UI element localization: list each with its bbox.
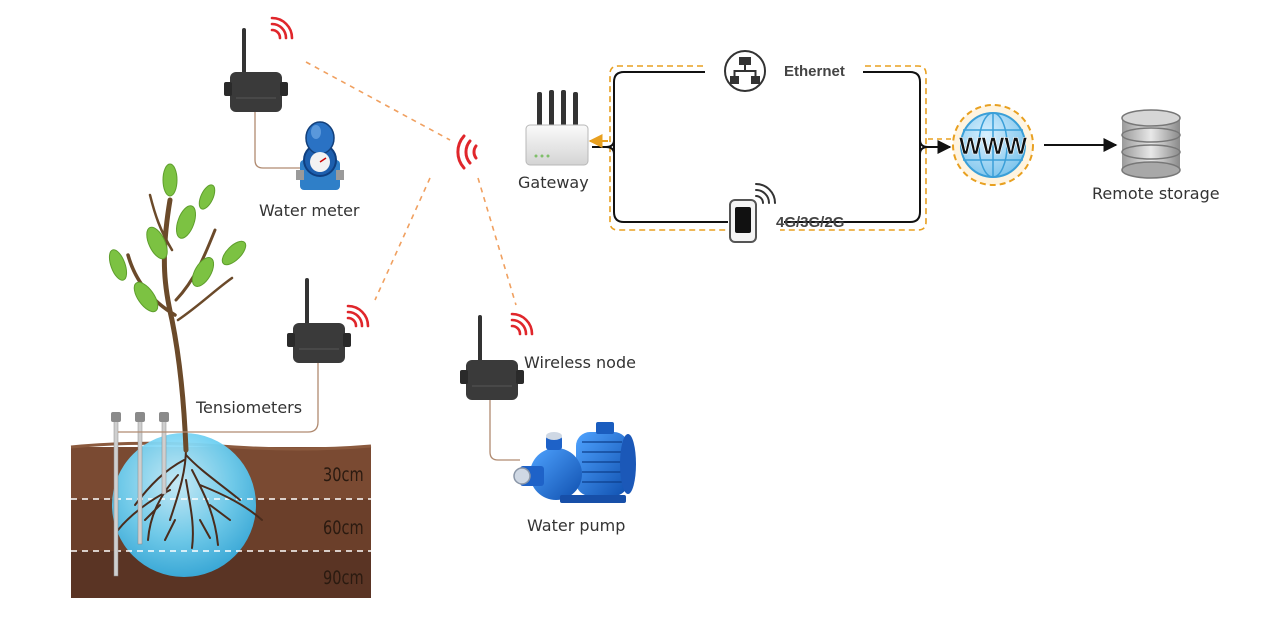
cable-pump (489, 400, 520, 461)
network-paths (588, 65, 1118, 231)
link-pump-node (477, 177, 517, 306)
link-water-meter-node (305, 61, 451, 141)
water-pump-icon (513, 422, 636, 503)
link-tensiometer-node (374, 177, 431, 301)
wireless-links (305, 61, 517, 306)
tensiometers-label: Tensiometers (196, 398, 303, 417)
wireless-node-icon (224, 28, 288, 112)
database-icon (1121, 109, 1181, 179)
wireless-node-icon (460, 315, 524, 400)
water-meter-icon (296, 121, 344, 190)
sensor-cables (118, 112, 520, 461)
tree-icon (108, 163, 247, 453)
cable-water-meter (254, 112, 300, 169)
gateway-router-icon (525, 90, 589, 166)
water-bulb (112, 433, 256, 577)
mobile-phone-icon (729, 183, 776, 243)
globe-www-icon: WWW (952, 104, 1034, 186)
signal-icon (270, 16, 534, 336)
ethernet-network-icon (724, 50, 766, 92)
cable-tensiometers (118, 363, 319, 433)
remote-storage-label: Remote storage (1092, 184, 1220, 203)
wireless-node-icon (287, 278, 351, 363)
cellular-label: 4G/3G/2G (776, 214, 845, 231)
tensiometer-probes (111, 412, 169, 577)
water-pump-label: Water pump (527, 516, 626, 535)
www-label: WWW (959, 133, 1027, 160)
ethernet-label: Ethernet (784, 63, 845, 80)
soil-depth-label: 60cm (323, 517, 364, 539)
wireless-node-label: Wireless node (524, 353, 636, 372)
soil-depth-label: 90cm (323, 567, 364, 589)
soil-depth-label: 30cm (323, 464, 364, 486)
water-meter-label: Water meter (259, 201, 360, 220)
soil-cross-section (70, 412, 372, 598)
gateway-label: Gateway (518, 173, 589, 192)
